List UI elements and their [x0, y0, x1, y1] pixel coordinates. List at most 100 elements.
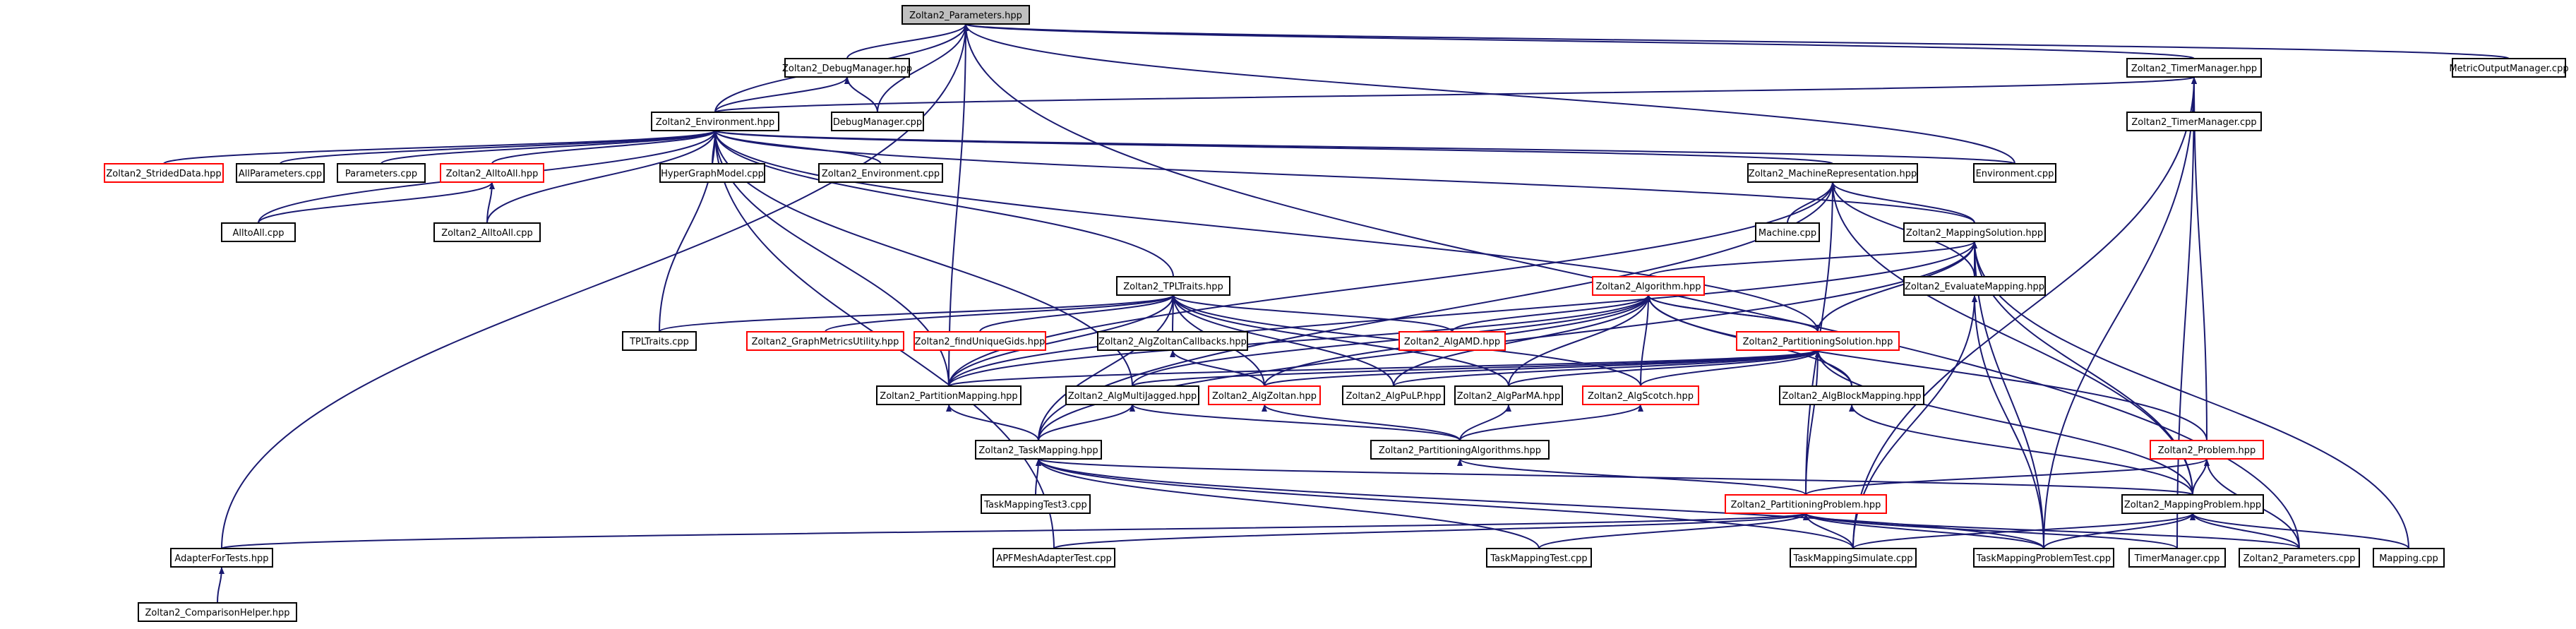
edge-multijag_hpp-to-partsol_hpp: [1132, 349, 1821, 387]
edge-algamd_hpp-to-algorithm_hpp: [1451, 294, 1651, 333]
node-params_hpp[interactable]: Zoltan2_Parameters.hpp: [901, 5, 1030, 25]
edge-machrep_hpp-to-env_hpp: [712, 130, 1833, 164]
node-multijag_hpp[interactable]: Zoltan2_AlgMultiJagged.hpp: [1065, 385, 1199, 405]
edge-algamd_hpp-to-tpl_hpp: [1170, 294, 1453, 333]
node-environment_cpp[interactable]: Environment.cpp: [1973, 163, 2056, 183]
node-debug_cpp[interactable]: DebugManager.cpp: [831, 112, 924, 131]
edge-z2alltoall_cpp-to-env_hpp: [486, 130, 718, 224]
edge-problem_hpp-to-timer_hpp: [2191, 76, 2207, 441]
node-box: [236, 163, 325, 183]
edge-tmprobtest_cpp-to-partprob_hpp: [1803, 513, 2044, 549]
node-hypergraph_hpp[interactable]: HyperGraphModel.cpp: [659, 163, 765, 183]
edge-multijag_hpp-to-algorithm_hpp: [1132, 294, 1651, 387]
node-box: [901, 5, 1030, 25]
node-machine_cpp[interactable]: Machine.cpp: [1755, 222, 1820, 242]
node-env_cpp[interactable]: Zoltan2_Environment.cpp: [818, 163, 943, 183]
node-label: AdapterForTests.hpp: [174, 553, 268, 564]
node-strided_hpp[interactable]: Zoltan2_StridedData.hpp: [104, 163, 224, 183]
node-graphmetrics_hpp[interactable]: Zoltan2_GraphMetricsUtility.hpp: [746, 331, 904, 351]
node-tmtest3_cpp[interactable]: TaskMappingTest3.cpp: [981, 494, 1091, 514]
edge-tpl_hpp-to-env_hpp: [712, 130, 1174, 277]
node-taskmap_hpp[interactable]: Zoltan2_TaskMapping.hpp: [975, 440, 1102, 460]
node-metric_cpp[interactable]: MetricOutputManager.cpp: [2449, 58, 2569, 78]
node-box: [784, 58, 910, 78]
node-apfmesh_cpp[interactable]: APFMeshAdapterTest.cpp: [993, 548, 1115, 568]
node-problem_hpp[interactable]: Zoltan2_Problem.hpp: [2150, 440, 2264, 460]
node-label: Zoltan2_AlgAMD.hpp: [1404, 337, 1500, 347]
node-partmap_hpp[interactable]: Zoltan2_PartitionMapping.hpp: [876, 385, 1022, 405]
edge-env_hpp-to-debug_hpp: [714, 76, 850, 113]
node-z2alltoall_cpp[interactable]: Zoltan2_AlltoAll.cpp: [433, 222, 541, 242]
node-partsol_hpp[interactable]: Zoltan2_PartitioningSolution.hpp: [1736, 331, 1900, 351]
edges-layer: [163, 23, 2510, 604]
node-alltoall_cpp[interactable]: AlltoAll.cpp: [221, 222, 296, 242]
node-z2params_cpp[interactable]: Zoltan2_Parameters.cpp: [2239, 548, 2360, 568]
node-partprob_hpp[interactable]: Zoltan2_PartitioningProblem.hpp: [1725, 494, 1887, 514]
node-allparams_cpp[interactable]: AllParameters.cpp: [236, 163, 325, 183]
node-tmtest_cpp[interactable]: TaskMappingTest.cpp: [1486, 548, 1592, 568]
node-algzoltan_hpp[interactable]: Zoltan2_AlgZoltan.hpp: [1208, 385, 1321, 405]
edge-strided_hpp-to-env_hpp: [163, 130, 718, 164]
node-box: [1370, 440, 1550, 460]
node-algamd_hpp[interactable]: Zoltan2_AlgAMD.hpp: [1398, 331, 1506, 351]
node-debug_hpp[interactable]: Zoltan2_DebugManager.hpp: [782, 58, 912, 78]
node-env_hpp[interactable]: Zoltan2_Environment.hpp: [651, 112, 779, 131]
node-box: [1973, 163, 2056, 183]
edge-alltoall_cpp-to-alltoall_hpp: [258, 181, 495, 224]
edge-taskmap_hpp-to-tpl_hpp: [1038, 294, 1176, 441]
node-blockmap_hpp[interactable]: Zoltan2_AlgBlockMapping.hpp: [1779, 385, 1924, 405]
node-mapping_cpp[interactable]: Mapping.cpp: [2373, 548, 2445, 568]
node-tmprobtest_cpp[interactable]: TaskMappingProblemTest.cpp: [1973, 548, 2114, 568]
node-timer_cpp[interactable]: Zoltan2_TimerManager.cpp: [2126, 112, 2262, 131]
node-alltoall_hpp[interactable]: Zoltan2_AlltoAll.hpp: [440, 163, 544, 183]
edge-z2params_cpp-to-partprob_hpp: [1803, 513, 2300, 549]
node-box: [622, 331, 697, 351]
edge-findgcide_hpp-to-tpl_hpp: [979, 294, 1176, 333]
edge-tmsim_cpp-to-timer_hpp: [1852, 76, 2197, 549]
node-box: [1903, 222, 2046, 242]
node-machrep_hpp[interactable]: Zoltan2_MachineRepresentation.hpp: [1747, 163, 1918, 183]
edge-partalgs_hpp-to-algparma_hpp: [1459, 404, 1511, 441]
node-box: [651, 112, 779, 131]
node-label: Zoltan2_MachineRepresentation.hpp: [1749, 169, 1917, 179]
node-box: [337, 163, 426, 183]
node-timermgr_cpp[interactable]: TimerManager.cpp: [2128, 548, 2226, 568]
edge-machine_cpp-to-machrep_hpp: [1787, 181, 1835, 224]
node-label: Zoltan2_AlgMultiJagged.hpp: [1068, 391, 1197, 402]
edge-allparams_cpp-to-env_hpp: [280, 130, 718, 164]
node-label: TaskMappingTest.cpp: [1490, 553, 1587, 564]
node-label: Zoltan2_findUniqueGids.hpp: [915, 337, 1046, 347]
node-algscotch_hpp[interactable]: Zoltan2_AlgScotch.hpp: [1582, 385, 1699, 405]
node-evalmap_hpp[interactable]: Zoltan2_EvaluateMapping.hpp: [1903, 276, 2046, 296]
node-mapprob_hpp[interactable]: Zoltan2_MappingProblem.hpp: [2121, 494, 2264, 514]
node-label: Zoltan2_GraphMetricsUtility.hpp: [752, 337, 899, 347]
node-label: Zoltan2_AlgZoltanCallbacks.hpp: [1098, 337, 1247, 347]
node-algorithm_hpp[interactable]: Zoltan2_Algorithm.hpp: [1592, 276, 1705, 296]
node-box: [818, 163, 943, 183]
edge-tmprobtest_cpp-to-evalmap_hpp: [1972, 294, 2044, 549]
node-tpltraits_cpp[interactable]: TPLTraits.cpp: [622, 331, 697, 351]
node-label: APFMeshAdapterTest.cpp: [996, 553, 1111, 564]
node-algparma_hpp[interactable]: Zoltan2_AlgParMA.hpp: [1454, 385, 1563, 405]
node-mapsol_hpp[interactable]: Zoltan2_MappingSolution.hpp: [1903, 222, 2046, 242]
node-box: [221, 222, 296, 242]
node-zoltancb_hpp[interactable]: Zoltan2_AlgZoltanCallbacks.hpp: [1097, 331, 1248, 351]
node-label: MetricOutputManager.cpp: [2449, 64, 2568, 74]
node-tmsim_cpp[interactable]: TaskMappingSimulate.cpp: [1790, 548, 1917, 568]
node-box: [1592, 276, 1705, 296]
node-label: Zoltan2_TPLTraits.hpp: [1123, 282, 1223, 292]
node-comphelper_hpp[interactable]: Zoltan2_ComparisonHelper.hpp: [138, 602, 297, 622]
node-timer_hpp[interactable]: Zoltan2_TimerManager.hpp: [2126, 58, 2262, 78]
edge-algorithm_hpp-to-mapsol_hpp: [1648, 241, 1977, 277]
node-findgcide_hpp[interactable]: Zoltan2_findUniqueGids.hpp: [913, 331, 1046, 351]
node-algpulp_hpp[interactable]: Zoltan2_AlgPuLP.hpp: [1342, 385, 1445, 405]
node-box: [993, 548, 1115, 568]
node-label: AllParameters.cpp: [239, 169, 322, 179]
node-adapter_hpp[interactable]: AdapterForTests.hpp: [170, 548, 273, 568]
node-tpl_hpp[interactable]: Zoltan2_TPLTraits.hpp: [1116, 276, 1230, 296]
node-box: [2126, 58, 2262, 78]
edge-taskmap_hpp-to-partmap_hpp: [946, 404, 1039, 441]
node-parameters_cpp[interactable]: Parameters.cpp: [337, 163, 426, 183]
node-box: [913, 331, 1046, 351]
node-partalgs_hpp[interactable]: Zoltan2_PartitioningAlgorithms.hpp: [1370, 440, 1550, 460]
